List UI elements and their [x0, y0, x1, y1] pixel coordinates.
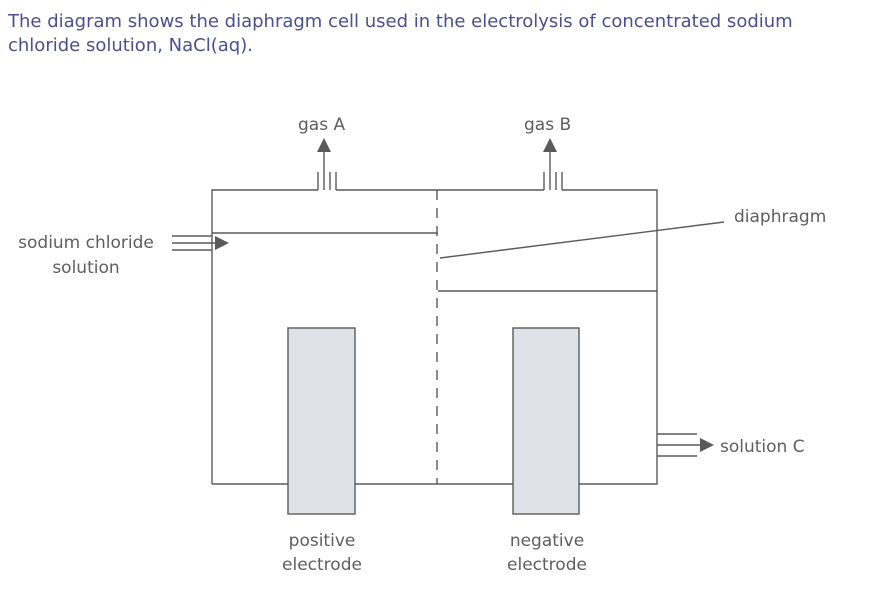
positive-line-1: positive [288, 531, 356, 551]
gas-b-label: gas B [524, 115, 572, 135]
negative-line-1: negative [509, 531, 585, 551]
intro-line-1: The diagram shows the diaphragm cell use… [8, 11, 793, 32]
positive-electrode-label: positive electrode [262, 530, 382, 576]
sodium-chloride-line-2: solution [52, 258, 120, 278]
gas-a-label: gas A [298, 115, 346, 135]
diaphragm-pointer [439, 221, 725, 259]
sodium-chloride-line-1: sodium chloride [18, 233, 154, 253]
negative-electrode [512, 327, 580, 515]
sodium-chloride-label: sodium chloride solution [6, 232, 166, 279]
intro-text: The diagram shows the diaphragm cell use… [8, 10, 868, 58]
solution-c-label: solution C [720, 437, 805, 457]
intro-line-2: chloride solution, NaCl(aq). [8, 35, 253, 56]
negative-electrode-label: negative electrode [487, 530, 607, 576]
positive-line-2: electrode [282, 555, 362, 575]
negative-line-2: electrode [507, 555, 587, 575]
positive-electrode [287, 327, 356, 515]
diaphragm-label: diaphragm [734, 207, 827, 227]
cell-outline [211, 189, 658, 485]
